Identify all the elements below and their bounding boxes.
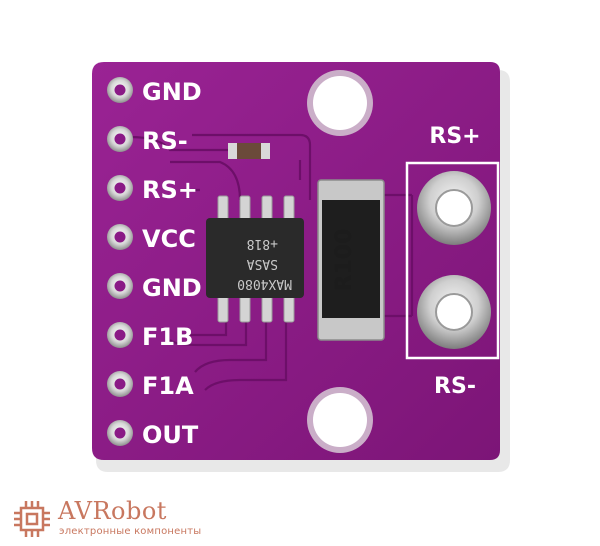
- terminal-pad-rs-minus: [417, 275, 491, 349]
- ic-chip-body: [206, 218, 304, 298]
- mounting-hole-bottom-inner: [313, 393, 367, 447]
- terminal-label-rs-plus: RS+: [429, 124, 480, 149]
- terminal-label-rs-minus: RS-: [434, 374, 476, 399]
- pin-label-gnd-2: GND: [142, 274, 202, 302]
- pin-label-vcc: VCC: [142, 225, 196, 253]
- ic-marking-line2: SASA: [247, 256, 278, 271]
- shunt-resistor: [317, 179, 385, 341]
- pin-label-f1b: F1B: [142, 323, 193, 351]
- pin-label-f1a: F1A: [142, 372, 194, 400]
- mounting-hole-top-inner: [313, 76, 367, 130]
- watermark-tagline: электронные компоненты: [59, 526, 202, 537]
- watermark-name: AVRobot: [58, 497, 167, 525]
- ic-pins: [217, 195, 295, 323]
- terminal-pad-rs-plus: [417, 171, 491, 245]
- smd-capacitor: [228, 143, 270, 159]
- ic-marking-line3: +818: [247, 236, 278, 251]
- pin-label-gnd-1: GND: [142, 78, 202, 106]
- ic-marking-line1: MAX4080: [237, 276, 292, 291]
- resistor-marking: R100: [332, 229, 357, 292]
- terminal-outline: [405, 161, 500, 360]
- header-pads: [107, 77, 133, 446]
- pin-label-rs-minus: RS-: [142, 127, 188, 155]
- pcb-traces: [129, 133, 414, 391]
- chip-logo-icon: [14, 501, 50, 537]
- avrobot-watermark: AVRobot электронные компоненты: [12, 497, 272, 542]
- pin-label-rs-plus: RS+: [142, 176, 198, 204]
- pin-label-out: OUT: [142, 421, 199, 449]
